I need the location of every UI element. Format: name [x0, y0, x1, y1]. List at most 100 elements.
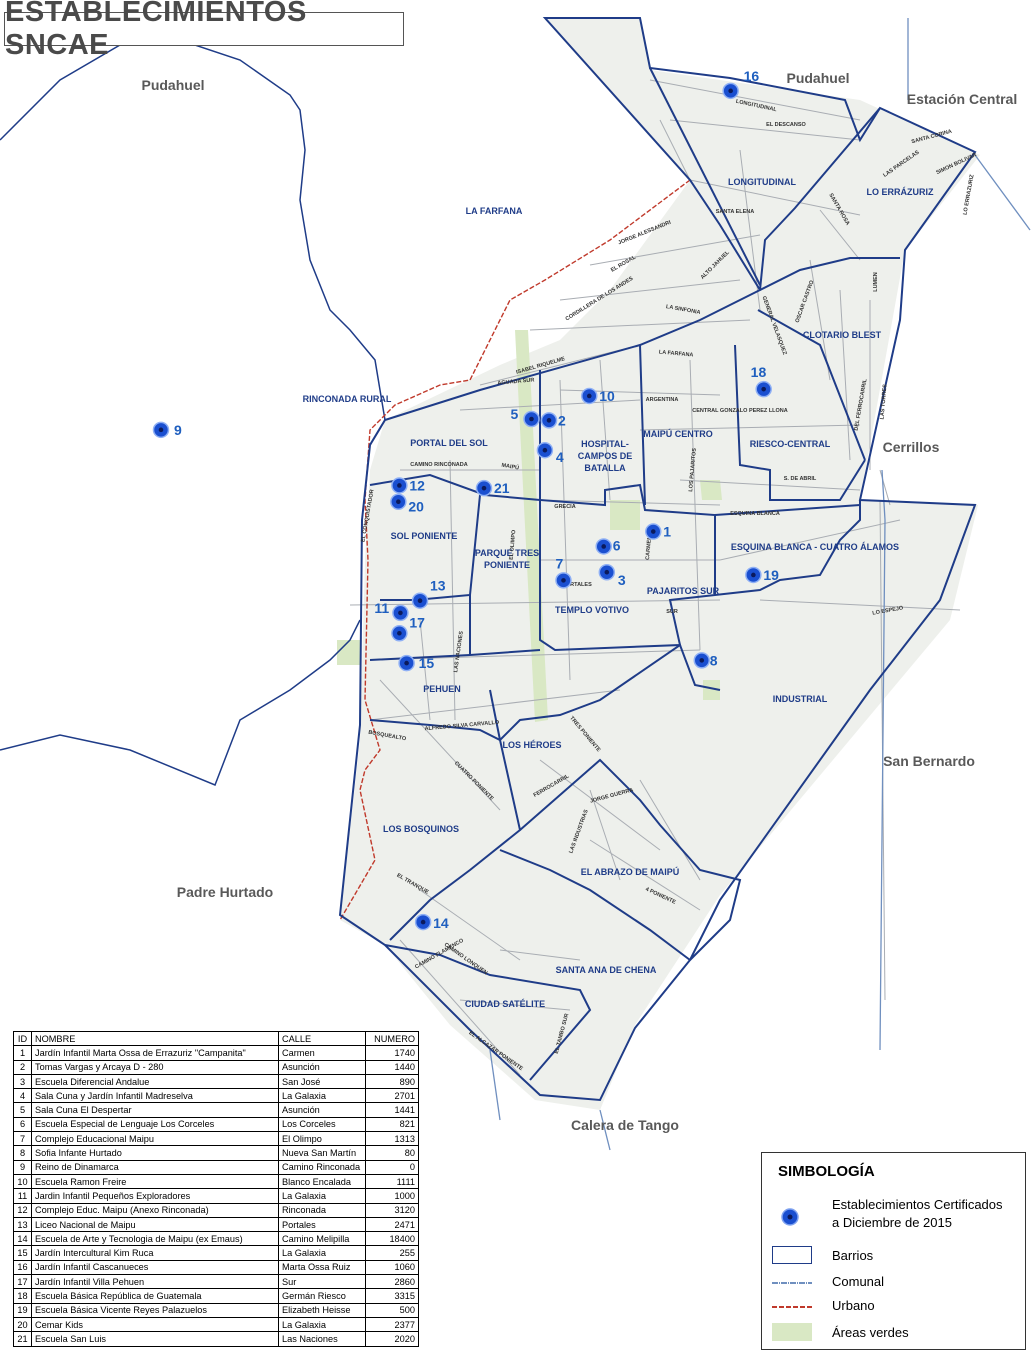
establishment-point-center — [601, 544, 607, 549]
establishment-point-label: 16 — [744, 68, 760, 84]
table-cell: Nueva San Martín — [278, 1145, 366, 1161]
table-cell: 1060 — [365, 1259, 419, 1276]
establishment-point-center — [398, 610, 403, 616]
establishment-point[interactable]: 18 — [751, 364, 772, 398]
barrio-label: PORTAL DEL SOL — [410, 438, 488, 448]
establishment-point-center — [481, 485, 487, 491]
commune-label: Estación Central — [907, 91, 1017, 107]
establishment-point[interactable]: 16 — [722, 68, 760, 100]
establishment-point[interactable]: 14 — [414, 913, 449, 932]
table-cell: 11 — [13, 1188, 32, 1204]
establishment-point[interactable]: 10 — [581, 387, 615, 405]
table-cell: 3120 — [365, 1202, 419, 1218]
table-cell: 7 — [13, 1131, 32, 1147]
table-cell: 821 — [365, 1116, 419, 1133]
table-cell: 12 — [13, 1202, 32, 1218]
establishment-point[interactable]: 9 — [152, 421, 182, 439]
establishment-point[interactable]: 2 — [540, 412, 567, 429]
barrio-boundary-icon — [772, 1246, 812, 1264]
establishment-point[interactable]: 21 — [475, 479, 510, 497]
commune-label: Cerrillos — [883, 439, 940, 455]
street-label: PORTALES — [562, 582, 592, 588]
establishment-point-label: 21 — [494, 480, 510, 496]
establishment-point[interactable]: 12 — [391, 477, 425, 494]
establishment-point-center — [397, 630, 402, 636]
table-cell: Camino Melipilla — [278, 1231, 366, 1247]
table-cell: 500 — [365, 1302, 419, 1318]
establishment-point[interactable]: 17 — [391, 614, 425, 642]
establishment-point[interactable]: 15 — [398, 654, 435, 672]
barrio-label: RIESCO-CENTRAL — [750, 439, 831, 449]
establishment-point-label: 20 — [408, 499, 424, 515]
establishment-point-center — [529, 416, 534, 422]
establishment-point[interactable]: 1 — [645, 523, 672, 540]
establishment-point-center — [561, 578, 566, 583]
green-area — [610, 500, 640, 530]
table-cell: 255 — [365, 1245, 419, 1261]
green-area — [337, 640, 360, 665]
barrio-label: TEMPLO VOTIVO — [555, 605, 629, 615]
table-cell: 2377 — [365, 1316, 419, 1333]
establishment-point[interactable]: 6 — [595, 537, 621, 555]
table-cell: Jardín Infantil Marta Ossa de Errazuriz … — [31, 1045, 279, 1061]
street-label: LOS PAJARITOS — [688, 448, 698, 492]
barrio-label: HOSPITAL- — [581, 439, 629, 449]
establishment-point[interactable]: 7 — [555, 555, 572, 589]
table-cell: Escuela Especial de Lenguaje Los Corcele… — [31, 1116, 279, 1133]
table-cell: 2701 — [365, 1088, 419, 1104]
establishment-point[interactable]: 11 — [374, 600, 409, 622]
establishment-point-label: 15 — [419, 655, 435, 671]
barrio-label: RINCONADA RURAL — [303, 394, 392, 404]
establishment-point[interactable]: 19 — [745, 566, 779, 584]
table-cell: 1740 — [365, 1045, 419, 1061]
establishment-point[interactable]: 4 — [536, 441, 564, 466]
establishment-point-center — [699, 658, 705, 663]
table-header-cell: NOMBRE — [31, 1030, 279, 1047]
street-label: ESQUINA BLANCA — [730, 511, 780, 517]
table-header-cell: CALLE — [278, 1030, 366, 1047]
establishment-point-icon — [781, 1208, 799, 1226]
comunal-boundary — [489, 18, 1031, 1151]
table-cell: Rinconada — [278, 1202, 366, 1218]
street-label: GRECIA — [554, 504, 575, 510]
barrio-label: BATALLA — [584, 463, 626, 473]
barrio-label: MAIPÚ CENTRO — [643, 428, 713, 439]
table-cell: 2 — [13, 1059, 32, 1075]
barrio-label: PONIENTE — [484, 560, 530, 570]
table-cell: 1441 — [365, 1102, 419, 1118]
establishment-point[interactable]: 3 — [598, 563, 626, 589]
legend-label: Establecimientos Certificados — [832, 1197, 1003, 1212]
table-cell: Los Corceles — [278, 1116, 366, 1133]
street-label: CARMEN — [645, 536, 653, 561]
table-cell: Blanco Encalada — [278, 1173, 366, 1190]
street-label: LO ERRAZURIZ — [963, 174, 976, 216]
commune-boundary-west — [0, 39, 386, 421]
table-cell: 2020 — [365, 1331, 419, 1347]
table-cell: 1000 — [365, 1188, 419, 1204]
table-cell: Cemar Kids — [31, 1316, 279, 1333]
establishment-point[interactable]: 13 — [411, 578, 446, 609]
establishment-point[interactable]: 20 — [390, 493, 424, 515]
table-cell: Escuela de Arte y Tecnologia de Maipu (e… — [31, 1231, 279, 1247]
establishment-point-center — [396, 499, 401, 505]
table-cell: Escuela Diferencial Andalue — [31, 1073, 279, 1090]
establishment-point-center — [650, 529, 656, 534]
table-cell: El Olimpo — [278, 1131, 366, 1147]
urban-limit — [339, 179, 691, 921]
barrio-label: LA FARFANA — [466, 206, 523, 216]
establishment-point[interactable]: 8 — [693, 652, 718, 669]
table-cell: 1 — [13, 1045, 32, 1061]
establishment-point[interactable]: 5 — [510, 406, 540, 428]
